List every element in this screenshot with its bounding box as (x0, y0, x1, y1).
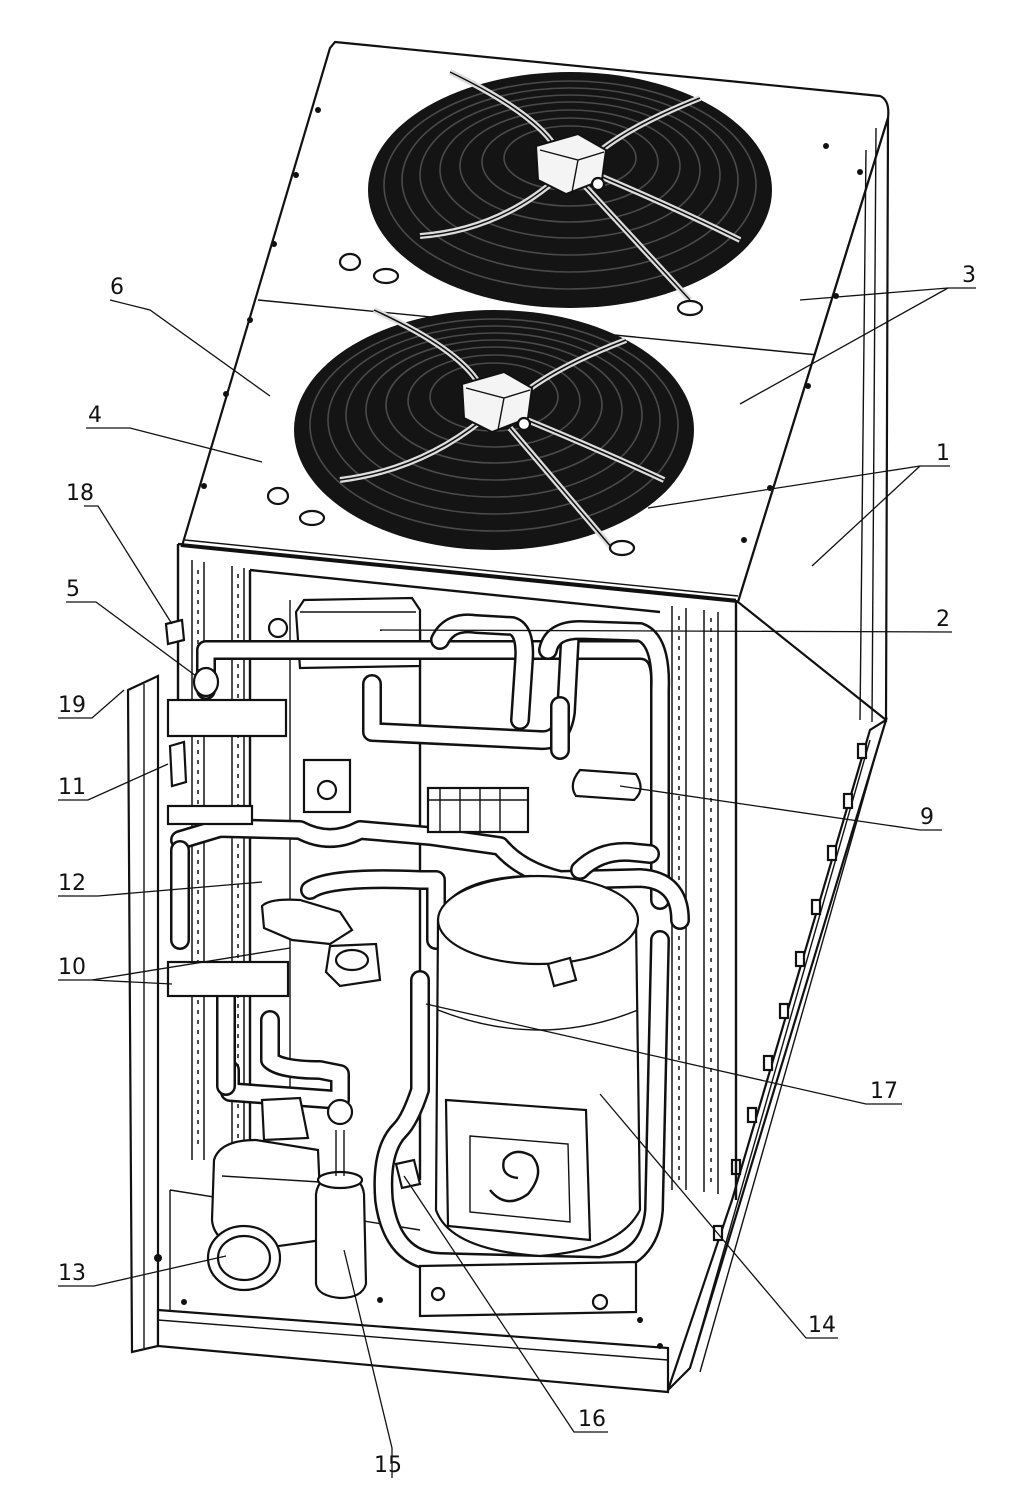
callout-15: 15 (374, 1453, 402, 1478)
compressor (418, 874, 642, 1318)
terminal-block (426, 786, 530, 834)
callout-16: 16 (578, 1407, 606, 1432)
coil-left (191, 560, 245, 1160)
callout-2: 2 (936, 607, 950, 632)
callout-9: 9 (920, 805, 934, 830)
logo-swirl (489, 1150, 540, 1203)
callout-13: 13 (58, 1261, 86, 1286)
right-side-inner-edge-2 (859, 149, 867, 721)
callout-1: 1 (936, 441, 950, 466)
compressor-terminal-box (444, 1098, 592, 1242)
fan-front (294, 307, 694, 557)
fan-rear (368, 69, 772, 317)
header-top (166, 698, 288, 738)
leader-lines (58, 287, 976, 1478)
right-base-rail (666, 717, 888, 1391)
fitting-18 (164, 618, 186, 646)
sensor-9 (571, 768, 642, 802)
callout-4: 4 (88, 403, 102, 428)
refrigerant-piping (170, 613, 690, 1276)
base-tray (156, 1308, 670, 1394)
callout-labels: 1 2 3 4 5 6 9 10 11 12 13 14 15 16 17 18… (58, 263, 976, 1478)
callout-18: 18 (66, 481, 94, 506)
valve-11 (168, 740, 188, 788)
right-base-rail-edge-2 (699, 739, 881, 1373)
compressor-top-fitting (546, 956, 578, 988)
water-pump (206, 1096, 324, 1292)
top-fitting-2 (266, 486, 290, 506)
top-fitting-1 (338, 252, 362, 272)
callout-3: 3 (962, 263, 976, 288)
right-base-rail-edge (689, 739, 871, 1369)
left-front-post (126, 674, 160, 1354)
expansion-valve (260, 898, 354, 946)
right-side-panel (736, 117, 890, 723)
callout-12: 12 (58, 871, 86, 896)
callout-10: 10 (58, 955, 86, 980)
callout-5: 5 (66, 577, 80, 602)
back-frame-top (177, 542, 737, 602)
valve-5 (192, 666, 220, 698)
callout-14: 14 (808, 1313, 836, 1338)
pressure-switch-16 (394, 1158, 422, 1190)
base-tray-edge (157, 1319, 669, 1361)
base-bolts (154, 1254, 663, 1349)
header-bottom (166, 960, 290, 998)
callout-6: 6 (110, 275, 124, 300)
callout-11: 11 (58, 775, 86, 800)
callout-19: 19 (58, 693, 86, 718)
receiver-tank (314, 1098, 368, 1300)
callout-17: 17 (870, 1079, 898, 1104)
top-bolts (201, 107, 863, 543)
compressor-base (418, 1260, 638, 1318)
fan-front-motor (460, 370, 534, 434)
top-panel-front-lip (184, 539, 739, 597)
right-side-inner-edge (871, 127, 877, 723)
bracket-mid (166, 804, 254, 826)
